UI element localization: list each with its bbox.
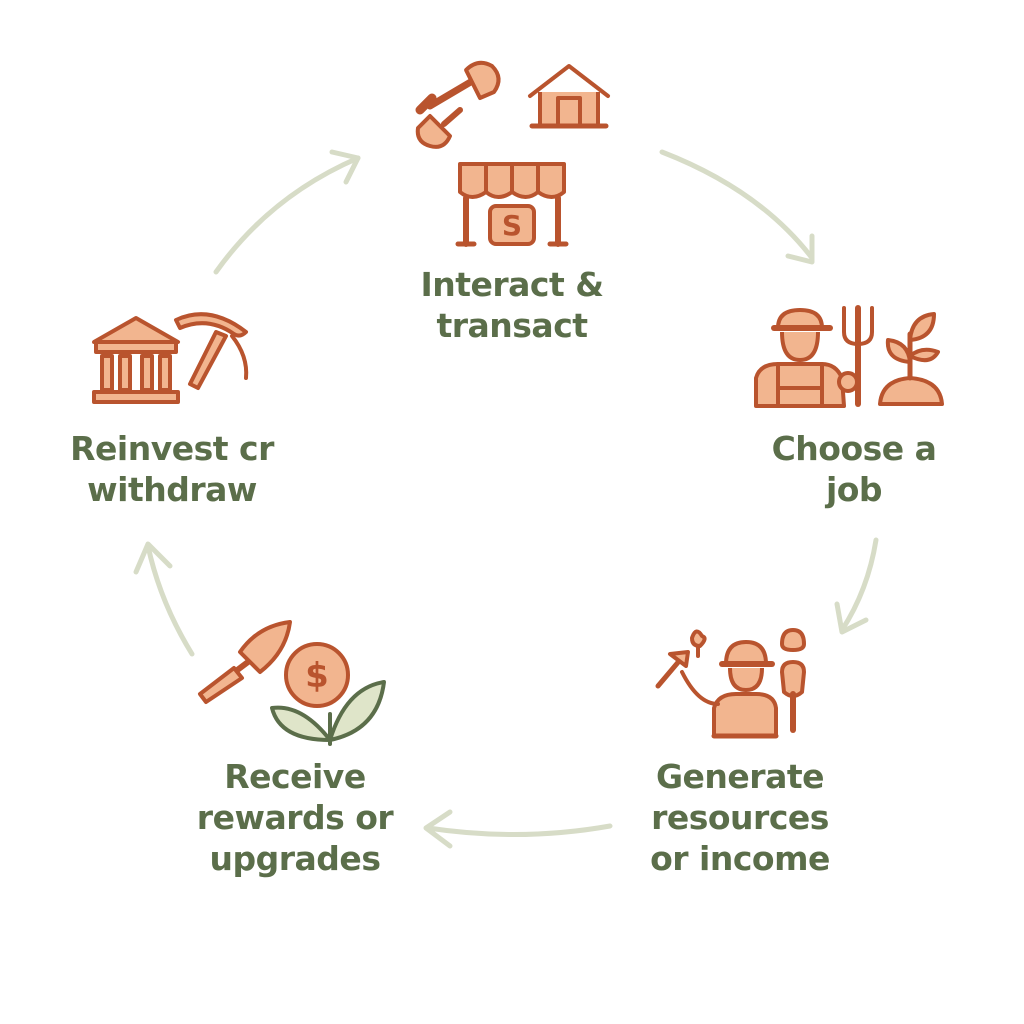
stall-sign-text: S <box>502 209 522 242</box>
bank-icon <box>88 314 184 406</box>
pickaxe-icon <box>170 306 252 392</box>
step-label-choose-job: Choose a job <box>771 429 937 509</box>
coin-symbol-text: $ <box>305 656 329 696</box>
step-label-interact-transact: Interact & transact <box>420 265 604 345</box>
step-label-receive-rewards: Receive rewards or upgrades <box>196 757 394 878</box>
arrow-interact-to-job <box>659 149 815 265</box>
pitchfork-icon <box>838 304 878 408</box>
arrow-job-to-generate <box>834 537 879 635</box>
farmer-icon <box>748 306 872 410</box>
house-icon <box>526 62 612 129</box>
step-label-reinvest-withdraw: Reinvest cr withdraw <box>70 429 274 509</box>
sprout-icon <box>876 310 946 408</box>
step-label-generate-resources: Generate resources or income <box>650 757 830 878</box>
shovel-icon <box>776 628 810 733</box>
worker-with-hammer-icon <box>652 624 780 740</box>
market-stall-icon: S <box>455 158 569 248</box>
arrow-generate-to-rewards <box>423 809 613 849</box>
dollar-coin-icon: $ <box>282 640 352 710</box>
arrow-reinvest-to-interact <box>213 149 361 275</box>
shovel-icon <box>414 58 506 150</box>
arrow-rewards-to-reinvest <box>133 541 195 657</box>
sprout-icon <box>268 674 388 746</box>
trowel-icon <box>194 618 294 704</box>
